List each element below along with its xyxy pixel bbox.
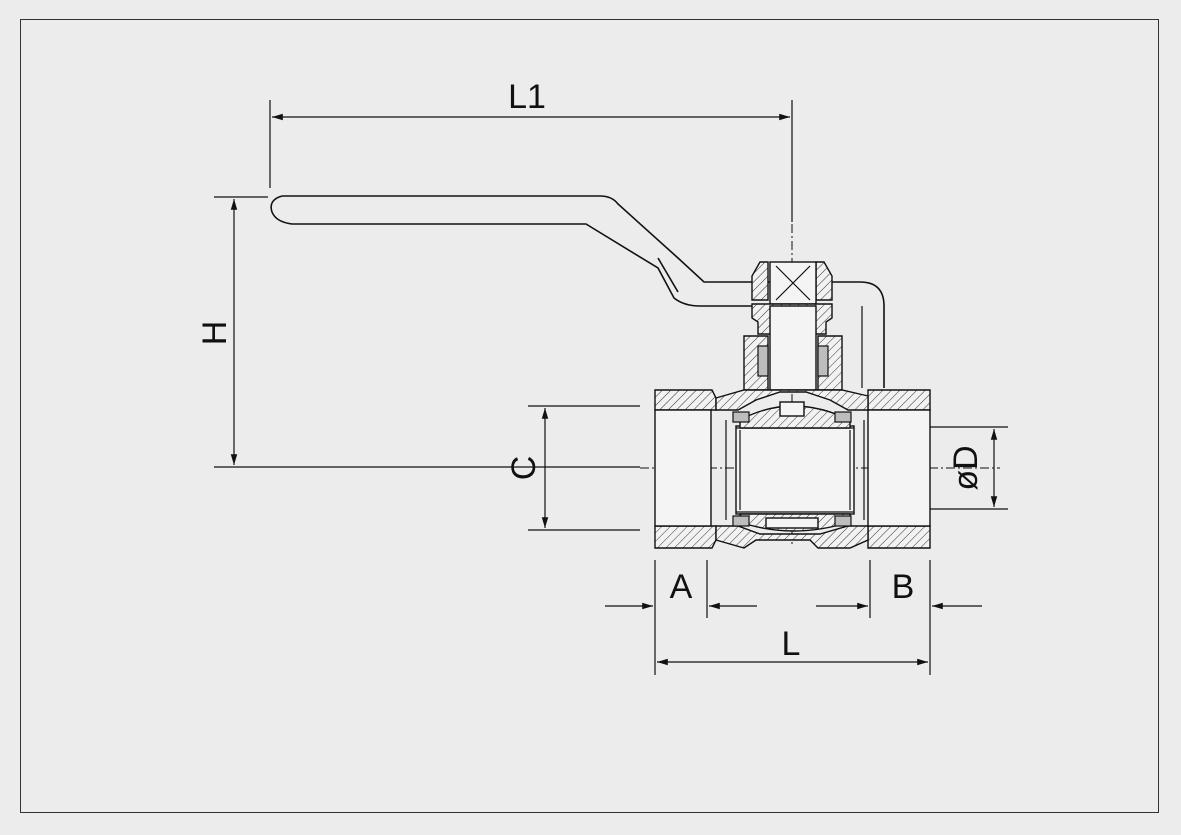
label-C: C: [505, 456, 543, 481]
stem-assembly: [743, 261, 843, 391]
dimension-L: L: [657, 625, 928, 666]
label-L: L: [782, 625, 801, 663]
dimension-H: H: [196, 196, 640, 468]
label-B: B: [892, 568, 915, 606]
lever-handle: [270, 195, 885, 388]
dimension-C: C: [505, 405, 640, 531]
dimension-A: A: [605, 560, 757, 675]
dimension-L1: L1: [269, 78, 793, 222]
label-A: A: [670, 568, 693, 606]
label-H: H: [196, 321, 234, 346]
dimension-B: B: [816, 560, 982, 675]
valve-body: [654, 389, 931, 549]
drawing-frame: [20, 19, 1159, 813]
label-L1: L1: [508, 78, 546, 116]
